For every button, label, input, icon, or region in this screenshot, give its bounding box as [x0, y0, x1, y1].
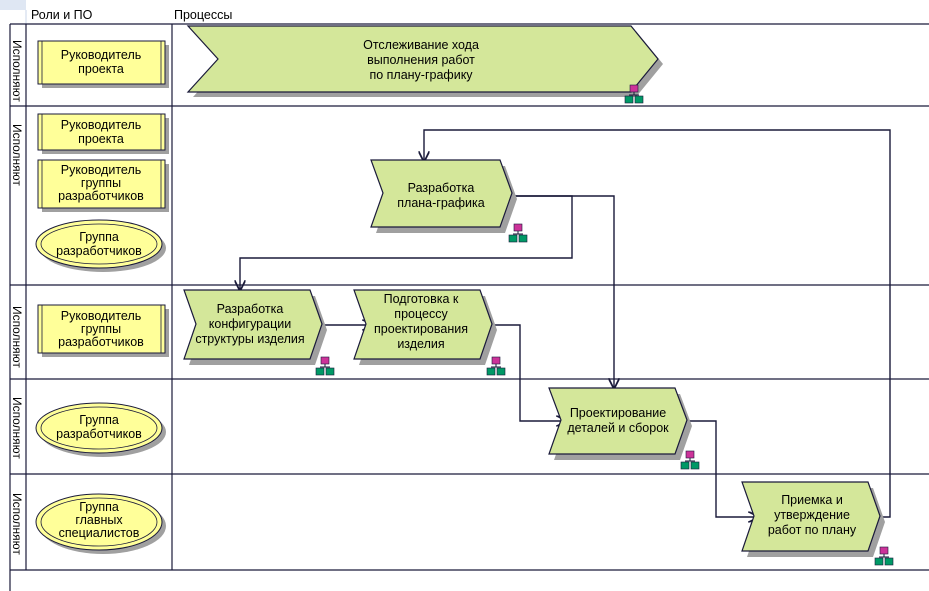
flow-connectors [240, 129, 891, 517]
process-line: Разработка [217, 302, 284, 316]
process-line: по плану-графику [369, 68, 473, 82]
role-dev-group[interactable]: Группа разработчиков [35, 219, 166, 272]
role-line: проекта [78, 132, 124, 146]
role-dev-group-lead[interactable]: Руководитель группы разработчиков [37, 304, 169, 357]
lane-label: Исполняют [10, 306, 24, 368]
lane-label: Исполняют [10, 124, 24, 186]
org-structure-icon[interactable] [508, 223, 528, 243]
process-line: Разработка [408, 181, 475, 195]
process-line: деталей и сборок [567, 421, 669, 435]
role-project-manager[interactable]: Руководитель проекта [37, 113, 169, 154]
org-structure-icon[interactable] [874, 546, 894, 566]
process-line: Подготовка к [384, 292, 459, 306]
corner-tint [0, 0, 26, 10]
role-project-manager[interactable]: Руководитель проекта [37, 40, 169, 88]
process-prep[interactable]: Подготовка к процессу проектирования изд… [353, 289, 497, 365]
process-design[interactable]: Проектирование деталей и сборок [548, 387, 692, 460]
role-dev-group-lead[interactable]: Руководитель группы разработчиков [37, 159, 169, 212]
role-dev-group[interactable]: Группа разработчиков [35, 402, 166, 457]
role-line: группы [81, 176, 121, 190]
roles-header: Роли и ПО [31, 8, 93, 22]
role-line: группы [81, 322, 121, 336]
lane-labels: Исполняют Исполняют Исполняют Исполняют … [10, 40, 24, 555]
org-structure-icon[interactable] [486, 356, 506, 376]
role-line: разработчиков [58, 335, 144, 349]
process-line: проектирования [374, 322, 468, 336]
process-line: работ по плану [768, 523, 857, 537]
role-line: разработчиков [56, 427, 142, 441]
role-line: разработчиков [56, 244, 142, 258]
lane-label: Исполняют [10, 493, 24, 555]
role-line: Руководитель [61, 118, 142, 132]
lane-label: Исполняют [10, 40, 24, 102]
org-structure-icon[interactable] [624, 84, 644, 104]
role-line: Группа [79, 413, 119, 427]
role-line: Группа [79, 500, 119, 514]
lane-label: Исполняют [10, 397, 24, 459]
swimlane-grid [9, 23, 929, 591]
role-line: главных [75, 513, 123, 527]
process-line: плана-графика [397, 196, 485, 210]
role-line: Руководитель [61, 163, 142, 177]
process-line: Отслеживание хода [363, 38, 479, 52]
role-line: разработчиков [58, 189, 144, 203]
processes-header: Процессы [174, 8, 232, 22]
process-line: утверждение [774, 508, 850, 522]
process-schedule[interactable]: Разработка плана-графика [370, 159, 517, 233]
role-line: проекта [78, 62, 124, 76]
org-structure-icon[interactable] [315, 356, 335, 376]
role-line: Руководитель [61, 48, 142, 62]
role-line: Руководитель [61, 309, 142, 323]
process-line: выполнения работ [367, 53, 475, 67]
role-chief-specialists[interactable]: Группа главных специалистов [35, 493, 166, 554]
role-line: Группа [79, 230, 119, 244]
process-line: изделия [397, 337, 444, 351]
process-accept[interactable]: Приемка и утверждение работ по плану [741, 481, 885, 557]
org-structure-icon[interactable] [680, 450, 700, 470]
process-line: процессу [394, 307, 448, 321]
process-line: структуры изделия [195, 332, 304, 346]
role-line: специалистов [59, 526, 140, 540]
process-line: Проектирование [570, 406, 666, 420]
process-config[interactable]: Разработка конфигурации структуры издели… [183, 289, 327, 365]
process-tracking[interactable]: Отслеживание хода выполнения работ по пл… [186, 25, 663, 97]
process-line: конфигурации [209, 317, 291, 331]
process-line: Приемка и [781, 493, 843, 507]
